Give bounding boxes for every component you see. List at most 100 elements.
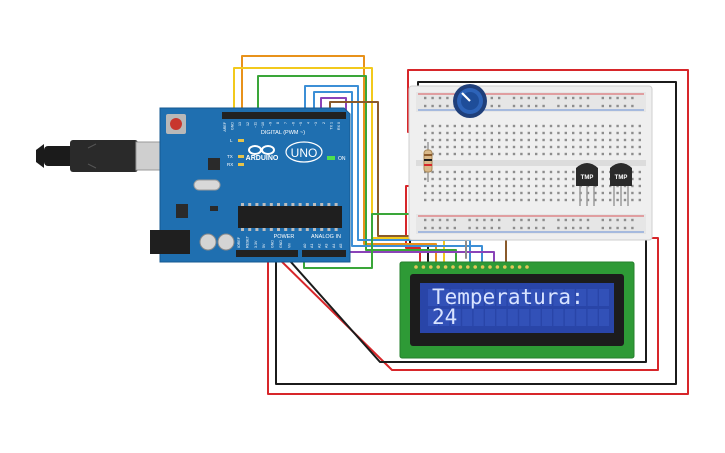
breadboard-hole[interactable] [616,191,619,195]
breadboard-hole[interactable] [505,138,508,142]
breadboard-hole[interactable] [623,96,627,100]
breadboard-hole[interactable] [579,226,582,230]
breadboard-hole[interactable] [631,226,634,230]
breadboard-hole[interactable] [623,191,627,195]
digital-header[interactable] [222,112,346,119]
breadboard-hole[interactable] [557,124,560,128]
breadboard-hole[interactable] [572,218,575,222]
breadboard-hole[interactable] [424,218,427,222]
breadboard-hole[interactable] [424,138,427,142]
breadboard-hole[interactable] [572,198,575,202]
breadboard-hole[interactable] [631,218,634,222]
breadboard-hole[interactable] [586,198,590,202]
breadboard-hole[interactable] [557,226,560,230]
breadboard-hole[interactable] [542,184,545,188]
breadboard-hole[interactable] [438,138,442,142]
breadboard-hole[interactable] [431,145,434,149]
breadboard-hole[interactable] [616,218,619,222]
breadboard-hole[interactable] [431,177,434,181]
breadboard-hole[interactable] [438,226,442,230]
breadboard-hole[interactable] [438,177,442,181]
breadboard-hole[interactable] [424,191,427,195]
breadboard-hole[interactable] [535,96,538,100]
breadboard-hole[interactable] [438,198,442,202]
breadboard-hole[interactable] [468,198,471,202]
breadboard-hole[interactable] [631,104,634,108]
breadboard-hole[interactable] [468,131,471,135]
lcd-pin[interactable] [429,265,433,269]
breadboard-hole[interactable] [601,218,604,222]
breadboard-hole[interactable] [505,198,508,202]
breadboard-hole[interactable] [638,145,641,149]
breadboard-hole[interactable] [453,138,456,142]
breadboard-hole[interactable] [616,104,619,108]
breadboard-hole[interactable] [542,218,545,222]
breadboard-hole[interactable] [609,152,612,156]
breadboard-hole[interactable] [490,170,493,174]
breadboard-hole[interactable] [475,145,479,149]
breadboard-hole[interactable] [535,191,538,195]
breadboard-hole[interactable] [542,96,545,100]
breadboard-hole[interactable] [579,131,582,135]
wire-red-5v-outer[interactable] [267,69,689,395]
breadboard-hole[interactable] [512,152,516,156]
breadboard-hole[interactable] [468,138,471,142]
potentiometer[interactable] [453,84,487,118]
breadboard-hole[interactable] [527,138,530,142]
breadboard-hole[interactable] [623,138,627,142]
breadboard-hole[interactable] [490,198,493,202]
breadboard-hole[interactable] [557,177,560,181]
breadboard-hole[interactable] [468,218,471,222]
breadboard-hole[interactable] [520,124,523,128]
breadboard-hole[interactable] [461,184,464,188]
breadboard-hole[interactable] [586,152,590,156]
breadboard-hole[interactable] [446,191,449,195]
breadboard-hole[interactable] [631,191,634,195]
breadboard-hole[interactable] [475,191,479,195]
breadboard-hole[interactable] [535,198,538,202]
breadboard-hole[interactable] [557,198,560,202]
lcd-pin[interactable] [517,265,522,269]
breadboard-hole[interactable] [542,226,545,230]
breadboard-hole[interactable] [616,131,619,135]
breadboard-hole[interactable] [453,184,456,188]
breadboard-hole[interactable] [446,124,449,128]
breadboard-hole[interactable] [424,184,427,188]
breadboard-hole[interactable] [512,226,516,230]
breadboard-hole[interactable] [498,152,501,156]
breadboard-hole[interactable] [564,177,567,181]
breadboard-hole[interactable] [586,131,590,135]
breadboard-hole[interactable] [475,198,479,202]
lcd-pin[interactable] [480,265,485,269]
breadboard-hole[interactable] [431,104,434,108]
breadboard-hole[interactable] [601,184,604,188]
breadboard-hole[interactable] [431,152,434,156]
breadboard-hole[interactable] [609,96,612,100]
breadboard-hole[interactable] [616,152,619,156]
breadboard-hole[interactable] [438,170,442,174]
lcd-pin[interactable] [525,265,529,269]
lcd-module[interactable]: Temperatura: 24 [399,261,635,359]
breadboard-hole[interactable] [461,138,464,142]
breadboard-hole[interactable] [483,131,486,135]
breadboard-hole[interactable] [431,124,434,128]
breadboard-hole[interactable] [461,170,464,174]
lcd-pin[interactable] [414,265,418,269]
breadboard-hole[interactable] [446,198,449,202]
breadboard-hole[interactable] [438,191,442,195]
lcd-pin[interactable] [495,265,500,269]
breadboard-hole[interactable] [446,152,449,156]
breadboard-hole[interactable] [579,138,582,142]
breadboard-hole[interactable] [438,124,442,128]
breadboard-hole[interactable] [498,198,501,202]
breadboard-hole[interactable] [549,138,553,142]
breadboard-hole[interactable] [527,170,530,174]
breadboard-hole[interactable] [638,138,641,142]
breadboard-hole[interactable] [446,131,449,135]
breadboard-hole[interactable] [572,226,575,230]
breadboard-hole[interactable] [638,131,641,135]
breadboard-hole[interactable] [424,198,427,202]
breadboard-hole[interactable] [586,226,590,230]
breadboard-hole[interactable] [564,138,567,142]
breadboard-hole[interactable] [572,170,575,174]
